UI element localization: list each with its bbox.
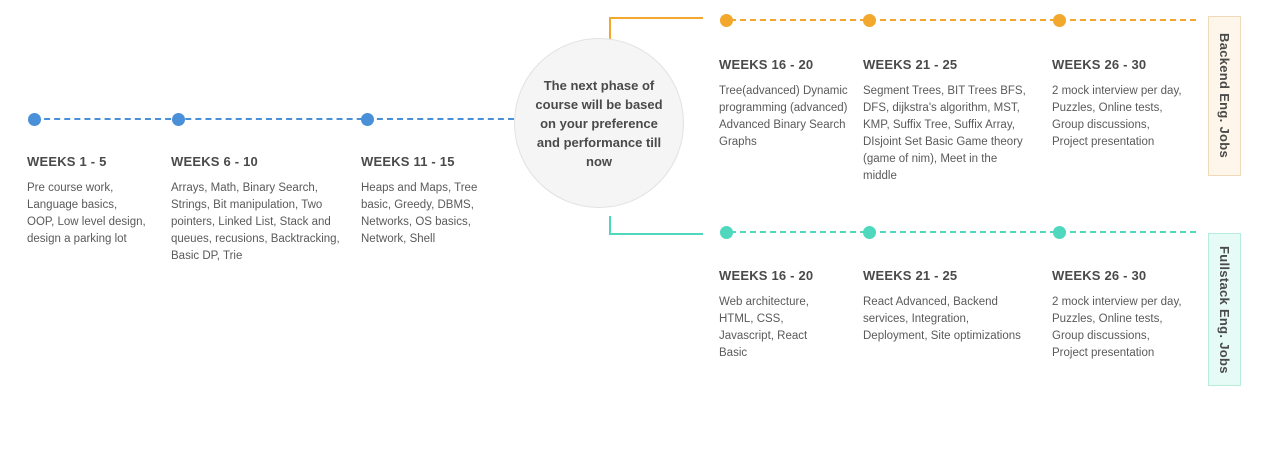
backend-stage-weeks-26-30: WEEKS 26 - 30 2 mock interview per day, … [1052, 57, 1182, 151]
backend-jobs-label: Backend Eng. Jobs [1208, 16, 1241, 176]
stage-title: WEEKS 16 - 20 [719, 57, 814, 72]
stage-topics: Pre course work, Language basics, OOP, L… [27, 182, 146, 245]
stage-topics: 2 mock interview per day, Puzzles, Onlin… [1052, 296, 1182, 359]
milestone-dot [720, 14, 733, 27]
stage-weeks-11-15: WEEKS 11 - 15 Heaps and Maps, Tree basic… [361, 154, 496, 248]
stage-topics: Heaps and Maps, Tree basic, Greedy, DBMS… [361, 182, 478, 245]
fullstack-stage-weeks-16-20: WEEKS 16 - 20 Web architecture, HTML, CS… [719, 268, 829, 362]
stage-title: WEEKS 21 - 25 [863, 57, 958, 72]
fullstack-track-line [720, 231, 1196, 233]
stage-title: WEEKS 21 - 25 [863, 268, 958, 283]
fullstack-jobs-label: Fullstack Eng. Jobs [1208, 233, 1241, 386]
stage-weeks-1-5: WEEKS 1 - 5 Pre course work, Language ba… [27, 154, 147, 248]
milestone-dot [1053, 226, 1066, 239]
stage-title: WEEKS 26 - 30 [1052, 57, 1147, 72]
fullstack-branch-connector [609, 233, 703, 235]
stage-title: WEEKS 11 - 15 [361, 154, 455, 169]
milestone-dot [361, 113, 374, 126]
backend-jobs-label-text: Backend Eng. Jobs [1217, 33, 1232, 159]
common-track-line [34, 118, 514, 120]
milestone-dot [172, 113, 185, 126]
milestone-dot [1053, 14, 1066, 27]
stage-topics: Web architecture, HTML, CSS, Javascript,… [719, 296, 809, 359]
stage-topics: Segment Trees, BIT Trees BFS, DFS, dijks… [863, 85, 1026, 182]
milestone-dot [863, 14, 876, 27]
decision-circle: The next phase of course will be based o… [514, 38, 684, 208]
backend-stage-weeks-21-25: WEEKS 21 - 25 Segment Trees, BIT Trees B… [863, 57, 1028, 185]
fullstack-stage-weeks-21-25: WEEKS 21 - 25 React Advanced, Backend se… [863, 268, 1023, 345]
backend-branch-connector [609, 17, 703, 19]
stage-title: WEEKS 6 - 10 [171, 154, 258, 169]
stage-title: WEEKS 26 - 30 [1052, 268, 1147, 283]
stage-topics: 2 mock interview per day, Puzzles, Onlin… [1052, 85, 1182, 148]
milestone-dot [720, 226, 733, 239]
fullstack-branch-connector [609, 216, 611, 235]
milestone-dot [28, 113, 41, 126]
backend-track-line [720, 19, 1196, 21]
stage-topics: Tree(advanced) Dynamic programming (adva… [719, 85, 848, 148]
backend-branch-connector [609, 17, 611, 40]
stage-title: WEEKS 16 - 20 [719, 268, 814, 283]
fullstack-jobs-label-text: Fullstack Eng. Jobs [1217, 245, 1232, 374]
fullstack-stage-weeks-26-30: WEEKS 26 - 30 2 mock interview per day, … [1052, 268, 1182, 362]
backend-stage-weeks-16-20: WEEKS 16 - 20 Tree(advanced) Dynamic pro… [719, 57, 849, 151]
milestone-dot [863, 226, 876, 239]
decision-note: The next phase of course will be based o… [535, 77, 663, 169]
stage-topics: React Advanced, Backend services, Integr… [863, 296, 1021, 342]
stage-topics: Arrays, Math, Binary Search, Strings, Bi… [171, 182, 340, 262]
stage-weeks-6-10: WEEKS 6 - 10 Arrays, Math, Binary Search… [171, 154, 341, 265]
stage-title: WEEKS 1 - 5 [27, 154, 107, 169]
